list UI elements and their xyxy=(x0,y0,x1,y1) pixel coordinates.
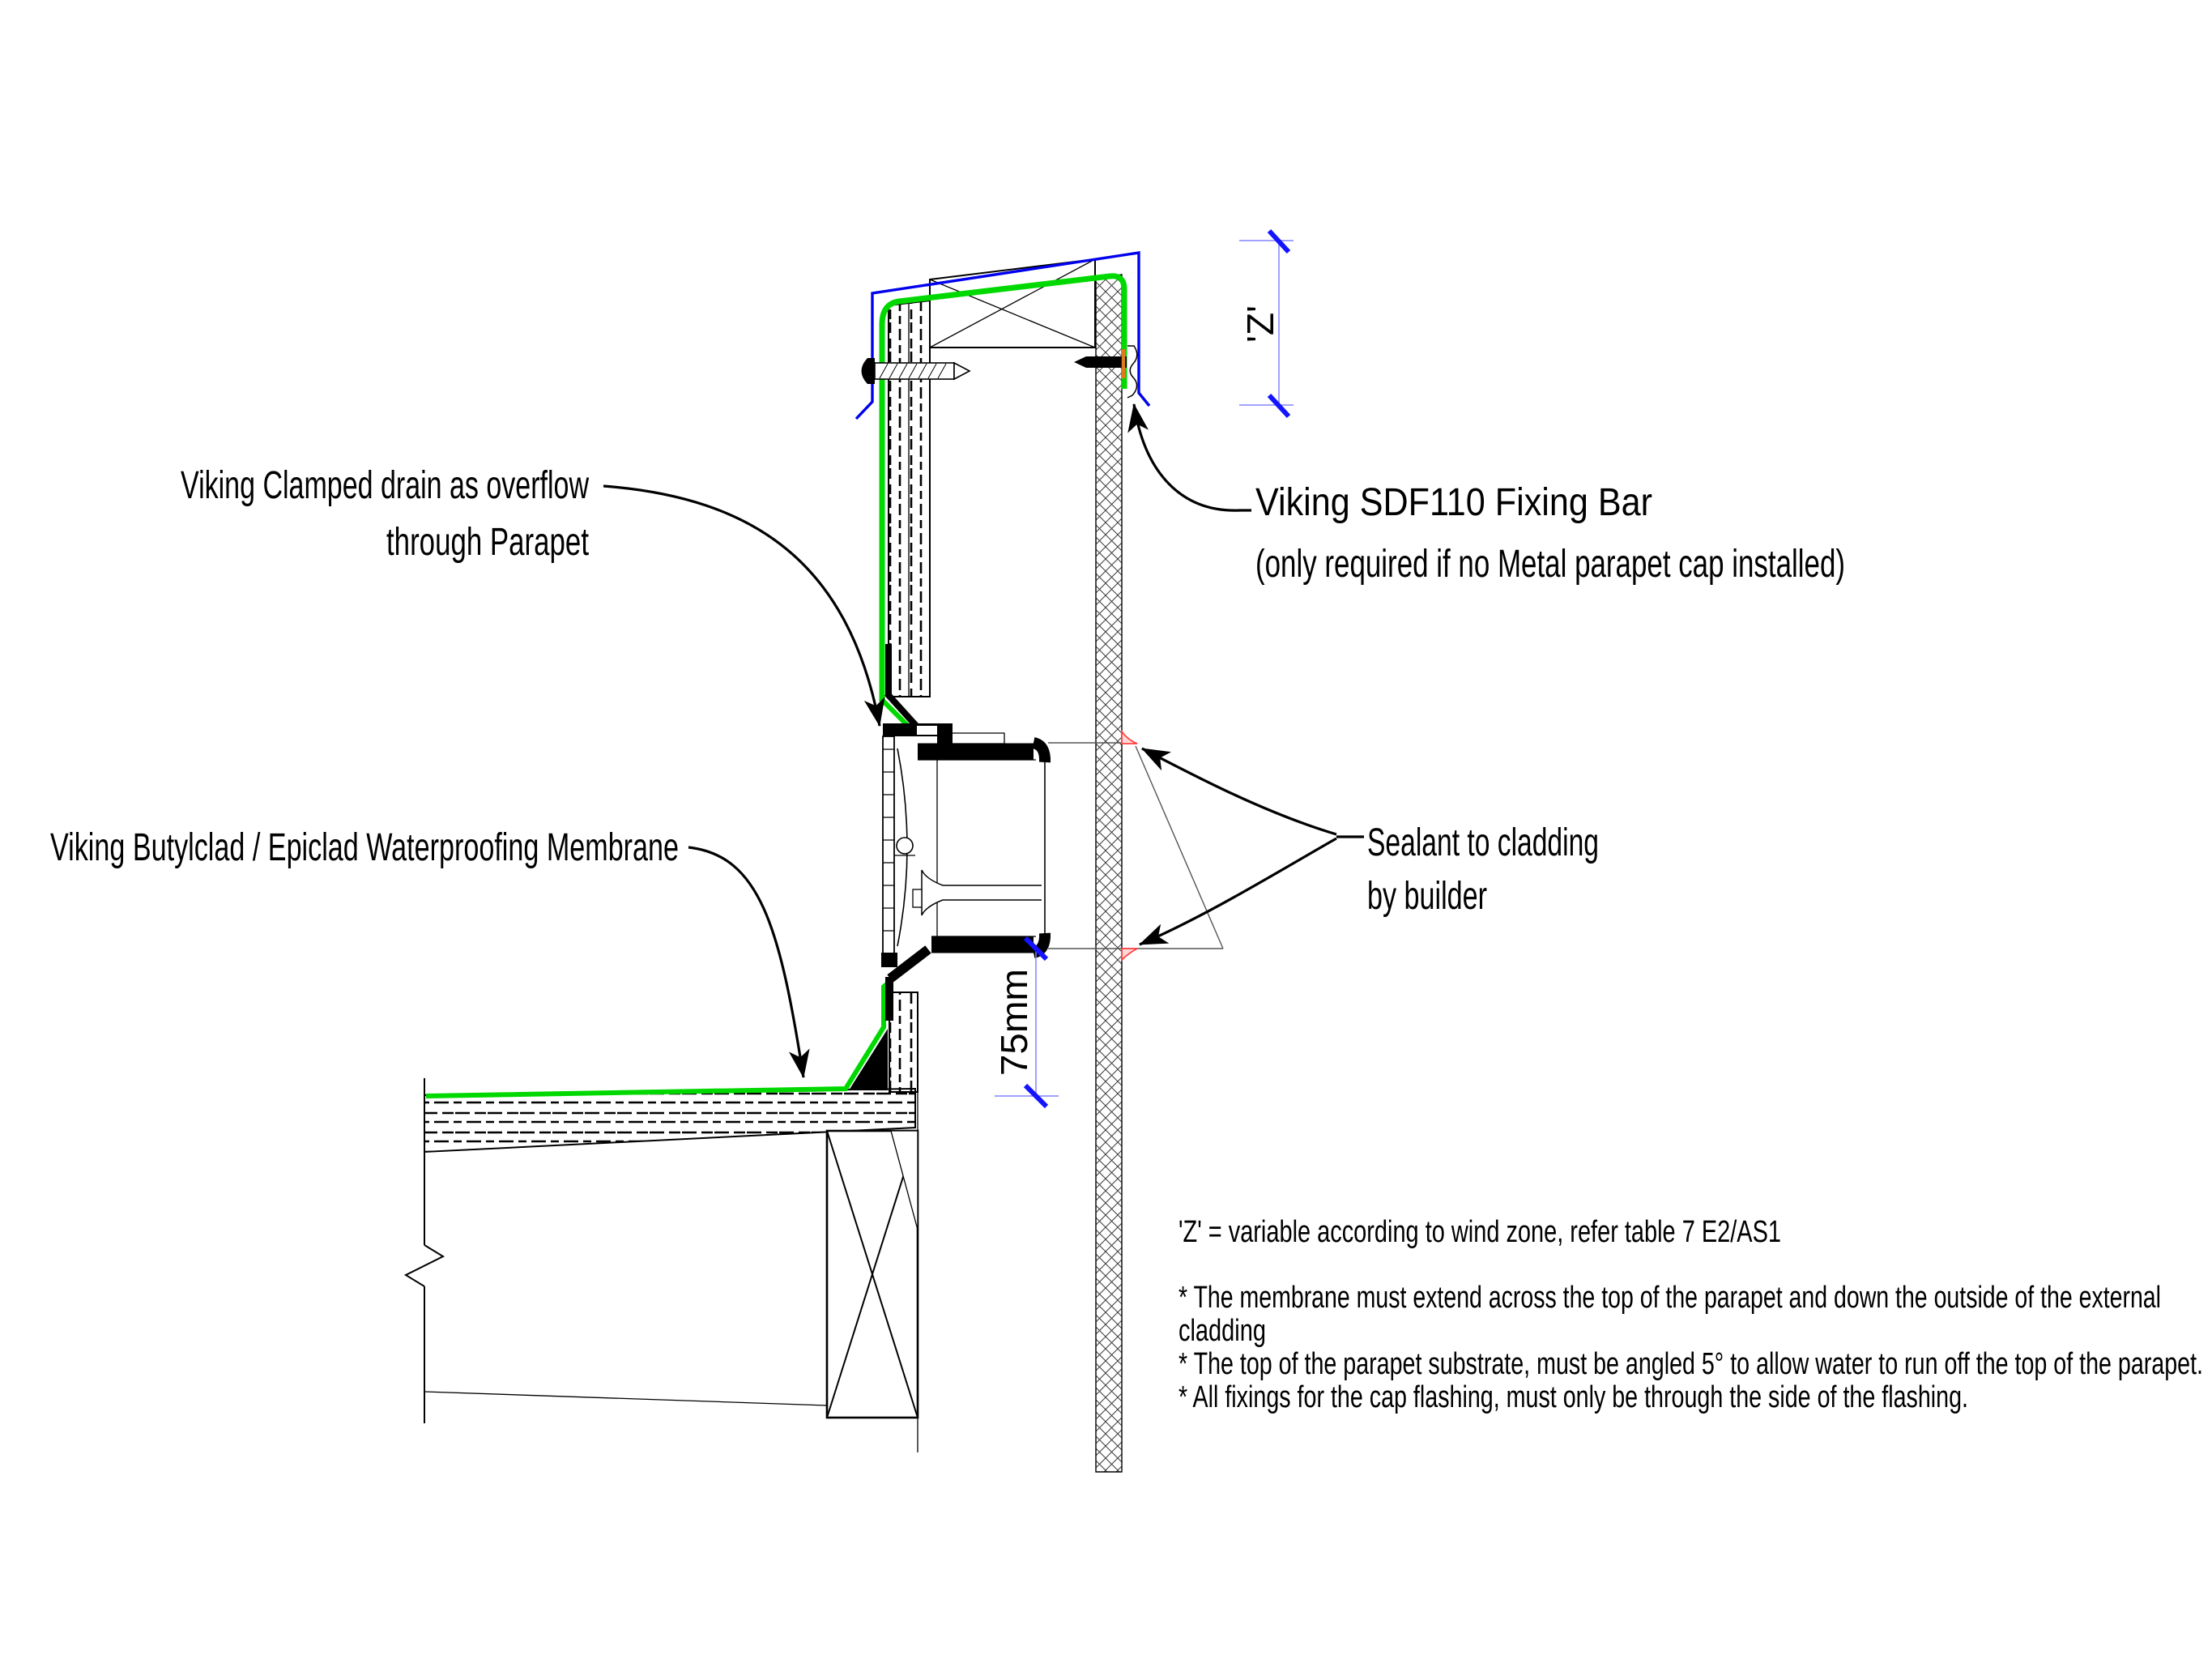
leader-lines xyxy=(603,403,1364,1078)
top-plate-framing xyxy=(929,258,1096,697)
blocking xyxy=(890,1130,918,1230)
leader-membrane xyxy=(688,846,810,1078)
note-membrane-wrap: cladding xyxy=(1178,1314,1266,1348)
label-sdf110-line2: (only required if no Metal parapet cap i… xyxy=(1255,543,1845,586)
overflow-dimension: 75mm xyxy=(993,936,1059,1109)
external-cladding xyxy=(1095,274,1123,1473)
z-dimension: 'Z' xyxy=(1239,228,1294,419)
ceiling-line xyxy=(424,1391,828,1406)
notes-block: 'Z' = variable according to wind zone, r… xyxy=(1178,1215,2203,1414)
drain-pipe xyxy=(918,737,1051,958)
note-parapet-angle: * The top of the parapet substrate, must… xyxy=(1178,1347,2203,1381)
wall-stud xyxy=(825,1129,919,1419)
wall-structure xyxy=(403,1078,919,1452)
label-sealant-line1: Sealant to cladding xyxy=(1367,821,1599,864)
screw-fixing xyxy=(861,358,971,384)
drain-spigot xyxy=(912,869,1042,916)
label-sealant-line2: by builder xyxy=(1367,875,1487,918)
overflow-dimension-label: 75mm xyxy=(993,969,1035,1076)
sealant-fillet-bottom xyxy=(1121,948,1138,962)
clamp-ring xyxy=(881,736,915,967)
fixing-bar xyxy=(1074,345,1138,399)
leader-sealant-bottom xyxy=(1139,837,1337,946)
label-membrane: Viking Butylclad / Epiclad Waterproofing… xyxy=(50,826,679,869)
note-z: 'Z' = variable according to wind zone, r… xyxy=(1178,1215,1781,1249)
clamped-drain xyxy=(881,723,1051,967)
note-membrane: * The membrane must extend across the to… xyxy=(1178,1281,2161,1315)
label-clamped-drain-line1: Viking Clamped drain as overflow xyxy=(181,464,589,507)
leader-clamped-drain xyxy=(603,484,885,727)
sealant-fillet-top xyxy=(1121,729,1138,744)
annotations: Viking Clamped drain as overflow through… xyxy=(50,464,2203,1414)
break-symbol xyxy=(403,1244,445,1287)
z-dimension-label: 'Z' xyxy=(1239,305,1281,343)
label-sdf110-line1: Viking SDF110 Fixing Bar xyxy=(1255,481,1652,524)
membrane-drain-lining xyxy=(884,644,931,1021)
note-fixings: * All fixings for the cap flashing, must… xyxy=(1178,1380,1968,1414)
leader-sealant-top xyxy=(1141,747,1337,836)
metal-cap-flashing xyxy=(855,251,1151,420)
label-clamped-drain-line2: through Parapet xyxy=(386,521,589,564)
drain-flange xyxy=(883,723,1005,747)
angle-fillet xyxy=(849,1029,888,1090)
leader-sdf110 xyxy=(1127,403,1251,512)
